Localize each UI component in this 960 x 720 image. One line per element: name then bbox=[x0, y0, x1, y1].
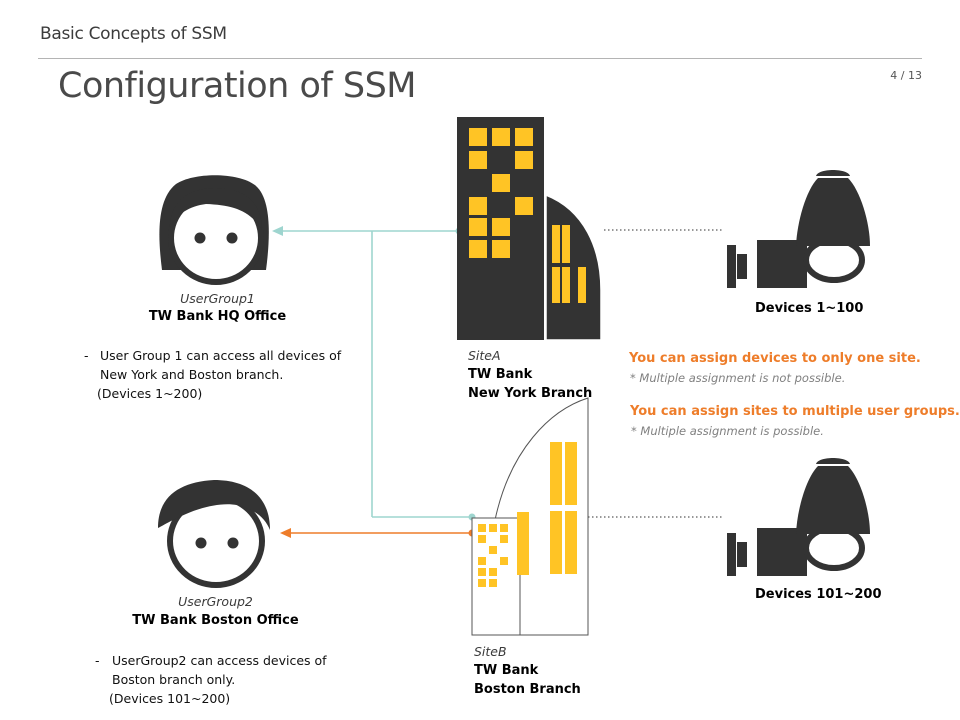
rule-site-assignment: You can assign sites to multiple user gr… bbox=[630, 404, 960, 419]
user-group-1-desc-line2: New York and Boston branch. bbox=[100, 367, 284, 382]
user-female-icon bbox=[159, 175, 269, 285]
user-group-1-desc-line1: User Group 1 can access all devices of bbox=[100, 348, 342, 363]
user-group-2-desc-line3: (Devices 101~200) bbox=[109, 691, 231, 706]
site-a-to-group1-connector bbox=[272, 226, 463, 236]
page-number: 4 / 13 bbox=[890, 69, 922, 82]
user-group-1-desc-line3: (Devices 1~200) bbox=[97, 386, 203, 401]
bullet-dash: - bbox=[84, 348, 89, 363]
user-group-2-desc-line1: UserGroup2 can access devices of bbox=[112, 653, 327, 668]
site-a-id: SiteA bbox=[468, 348, 501, 363]
devices-a-label: Devices 1~100 bbox=[755, 301, 864, 316]
rule-device-note: * Multiple assignment is not possible. bbox=[630, 371, 846, 385]
user-group-2-id: UserGroup2 bbox=[178, 594, 253, 609]
site-a-bank: TW Bank bbox=[468, 367, 533, 382]
bullet-dash: - bbox=[95, 653, 100, 668]
user-group-1-description: - User Group 1 can access all devices of… bbox=[84, 346, 384, 403]
user-group-1-id: UserGroup1 bbox=[180, 291, 255, 306]
site-a-label: SiteA TW Bank New York Branch bbox=[468, 346, 592, 403]
section-title: Basic Concepts of SSM bbox=[40, 24, 227, 44]
site-b-bank: TW Bank bbox=[474, 663, 539, 678]
user-group-2-desc-line2: Boston branch only. bbox=[112, 672, 236, 687]
user-group-2-name: TW Bank Boston Office bbox=[132, 613, 299, 628]
rule-site-note: * Multiple assignment is possible. bbox=[631, 424, 824, 438]
user-group-2-description: - UserGroup2 can access devices of Bosto… bbox=[95, 651, 395, 708]
building-outline-icon bbox=[471, 397, 589, 636]
site-b-label: SiteB TW Bank Boston Branch bbox=[474, 642, 581, 699]
user-group-1-name: TW Bank HQ Office bbox=[148, 309, 287, 324]
site-b-branch: Boston Branch bbox=[474, 682, 581, 697]
site-b-to-group2-connector bbox=[280, 528, 476, 538]
rule-device-assignment: You can assign devices to only one site. bbox=[629, 351, 921, 366]
cctv-camera-icon bbox=[727, 170, 870, 288]
header-divider bbox=[38, 58, 922, 59]
site-b-id: SiteB bbox=[474, 644, 507, 659]
cctv-camera-icon bbox=[727, 458, 870, 576]
site-a-branch: New York Branch bbox=[468, 386, 593, 401]
user-male-icon bbox=[158, 480, 270, 588]
building-icon bbox=[457, 117, 602, 341]
page-title: Configuration of SSM bbox=[58, 66, 416, 106]
devices-b-label: Devices 101~200 bbox=[755, 587, 882, 602]
